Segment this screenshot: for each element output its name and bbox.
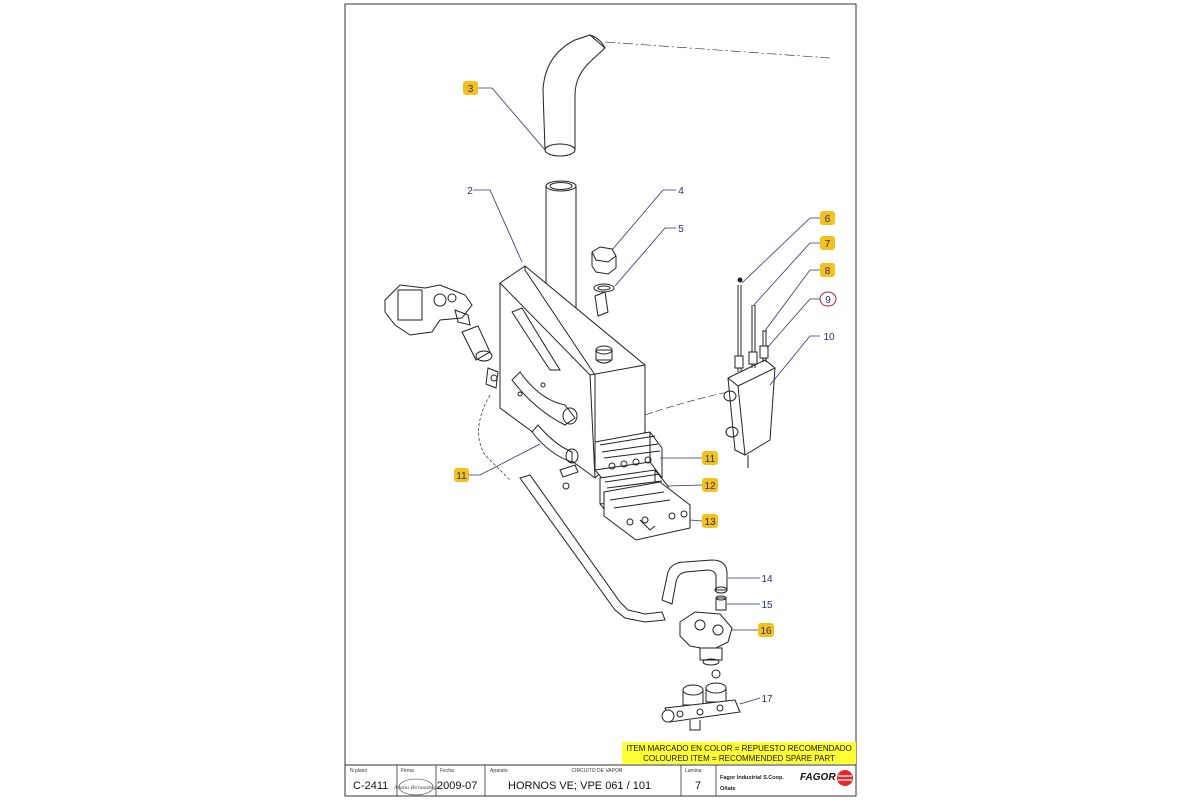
svg-text:12: 12 [704, 481, 716, 492]
callout-10: 10 [823, 332, 835, 343]
legend-line-es: ITEM MARCADO EN COLOR = REPUESTO RECOMEN… [626, 744, 851, 753]
svg-text:17: 17 [761, 694, 773, 705]
callout-5: 5 [678, 224, 684, 235]
svg-text:6: 6 [825, 214, 831, 225]
solenoid-valve [679, 611, 733, 679]
inlet-valve-assembly [661, 682, 741, 731]
centerline [604, 41, 831, 59]
svg-text:8: 8 [825, 266, 831, 277]
callout-6: 6 [820, 211, 835, 225]
drawing [384, 34, 831, 731]
callout-14: 14 [761, 574, 773, 585]
fagor-wordmark: FAGOR [800, 772, 836, 783]
u-pipe [661, 559, 728, 605]
svg-text:10: 10 [823, 332, 835, 343]
callout-3: 3 [463, 81, 478, 95]
callout-labels: 3 2 4 5 6 7 8 9 10 11 [454, 81, 837, 705]
lamina-label: Lamina [685, 768, 702, 774]
fecha-value: 2009-07 [437, 780, 477, 792]
svg-text:9: 9 [825, 295, 831, 306]
svg-text:16: 16 [760, 626, 772, 637]
aparato-label: Aparato [490, 768, 508, 774]
fecha-label: Fecha [440, 768, 454, 774]
svg-text:3: 3 [468, 84, 474, 95]
svg-text:13: 13 [704, 517, 716, 528]
sheet-border [344, 3, 857, 797]
svg-text:15: 15 [761, 600, 773, 611]
callout-15: 15 [761, 600, 773, 611]
callout-12: 12 [702, 478, 718, 492]
plano-label: N plano [350, 768, 367, 774]
svg-text:4: 4 [678, 186, 684, 197]
steam-generator-box [499, 265, 646, 490]
plano-value: C-2411 [353, 780, 388, 792]
drain-hose [519, 474, 666, 623]
svg-text:14: 14 [761, 574, 773, 585]
leader-lines [468, 87, 820, 705]
heating-element-stack [594, 431, 691, 541]
exhaust-elbow-pipe [542, 34, 606, 157]
callout-2: 2 [467, 186, 473, 197]
legend-line-en: COLOURED ITEM = RECOMMENDED SPARE PART [643, 754, 835, 763]
callout-4: 4 [678, 186, 684, 197]
company-city: Oñate [720, 786, 736, 792]
callout-13: 13 [702, 514, 718, 528]
callout-7: 7 [820, 236, 835, 250]
drain-hose-dashed [478, 394, 511, 481]
firma-label: Firma [401, 768, 414, 774]
aparato-value: HORNOS VE; VPE 061 / 101 [508, 780, 651, 792]
signature-text: Arana Berasategi [393, 785, 438, 791]
callout-11-right: 11 [702, 451, 718, 465]
spare-part-legend: ITEM MARCADO EN COLOR = REPUESTO RECOMEN… [622, 742, 856, 764]
callout-11-left: 11 [454, 468, 469, 482]
callout-9: 9 [819, 291, 837, 307]
svg-text:2: 2 [467, 186, 473, 197]
fagor-mark-icon [837, 770, 853, 786]
company-name: Fagor Industrial S.Coop. [720, 775, 784, 781]
fagor-logo: FAGOR [800, 770, 853, 786]
connector-dashed-arc [644, 391, 729, 416]
nut-and-washer [591, 246, 617, 293]
hose-fitting [715, 595, 727, 611]
title-block: N plano C-2411 Firma Arana Berasategi Fe… [345, 764, 856, 796]
callout-17: 17 [761, 694, 773, 705]
svg-text:11: 11 [456, 471, 467, 482]
svg-text:7: 7 [825, 239, 831, 250]
electrode-holder [723, 277, 776, 468]
left-solenoid-valve [384, 284, 499, 389]
svg-text:11: 11 [705, 454, 716, 465]
svg-text:5: 5 [678, 224, 684, 235]
callout-16: 16 [758, 623, 774, 637]
callout-8: 8 [820, 263, 835, 277]
circuito-label: CIRCUITO DE VAPOR [572, 768, 623, 774]
lamina-value: 7 [695, 780, 701, 792]
signature: Arana Berasategi [393, 778, 438, 796]
